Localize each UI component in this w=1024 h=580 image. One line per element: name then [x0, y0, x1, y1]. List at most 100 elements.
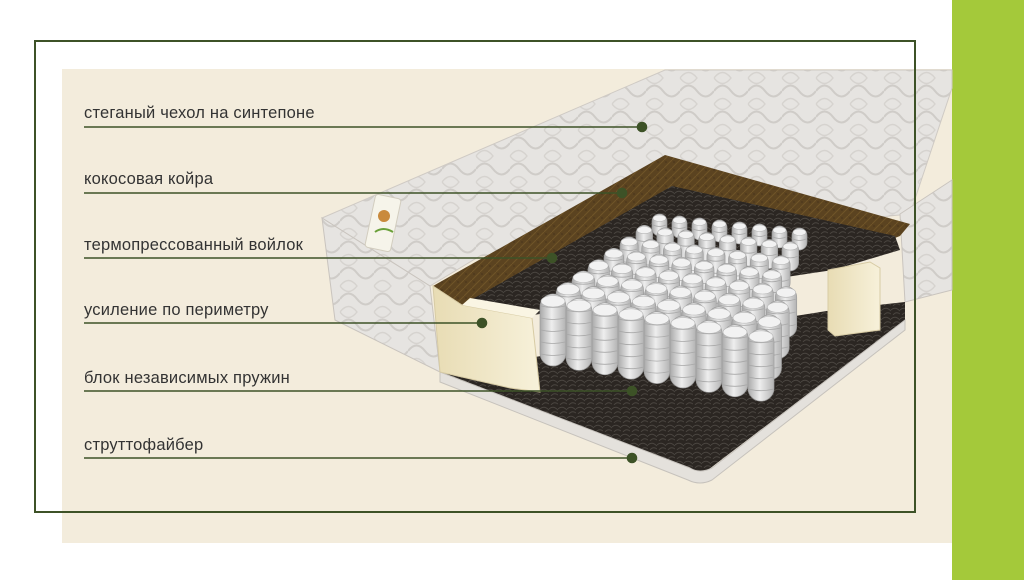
spring-seam	[572, 282, 595, 285]
spring-top	[678, 230, 694, 239]
spring-top	[621, 279, 643, 291]
spring-seam	[618, 342, 644, 346]
spring-block	[539, 213, 808, 402]
spring-seam	[621, 289, 643, 292]
spring-seam	[705, 288, 726, 292]
spring-seam	[742, 308, 765, 311]
spring-top	[740, 237, 757, 246]
spring-seam	[566, 310, 592, 313]
spring-top	[792, 228, 807, 236]
spring-top	[581, 287, 605, 300]
spring-seam	[722, 384, 748, 387]
diagram-frame	[34, 40, 916, 513]
spring-top	[718, 294, 740, 306]
spring-seam	[696, 332, 722, 335]
spring-seam	[696, 380, 722, 383]
spring-seam	[792, 238, 807, 241]
spring-top	[592, 304, 618, 317]
spring-seam	[670, 339, 696, 342]
spring-seam	[540, 329, 566, 332]
spring-seam	[592, 350, 618, 353]
spring-top	[669, 287, 692, 298]
spring-top	[748, 330, 774, 343]
mattress-side-right	[899, 179, 953, 303]
spring-top	[636, 226, 652, 234]
spring-top	[645, 283, 667, 295]
spring-top	[772, 256, 790, 266]
spring-seam	[717, 273, 736, 277]
mattress-tag	[364, 193, 402, 253]
spring-seam	[695, 270, 714, 274]
spring-top	[694, 290, 716, 302]
spring-top	[596, 275, 619, 287]
spring-top	[776, 287, 797, 298]
spring-seam	[776, 298, 796, 302]
spring-seam	[645, 293, 667, 296]
spring-seam	[752, 234, 767, 237]
spring-top	[659, 270, 679, 281]
spring-top	[712, 220, 727, 228]
spring-top	[642, 240, 660, 249]
spring-top	[707, 308, 731, 320]
spring-top	[644, 312, 670, 325]
spring-seam	[748, 388, 774, 392]
spring-top	[556, 283, 580, 296]
spring-seam	[696, 344, 722, 347]
spring-top	[694, 261, 714, 271]
spring-top	[612, 263, 633, 274]
spring-top	[717, 264, 736, 274]
spring-top	[657, 299, 681, 312]
spring-top	[652, 214, 667, 222]
spring-top	[732, 222, 747, 230]
label-quilted-cover: стеганый чехол на синтепоне	[84, 104, 315, 122]
spring-seam	[685, 256, 703, 259]
spring-seam	[566, 358, 592, 361]
spring-top	[705, 277, 726, 288]
spring-top	[664, 243, 681, 252]
spring-seam	[627, 261, 646, 265]
spring-top	[682, 274, 703, 285]
spring-top	[620, 237, 638, 247]
label-pocket-spring-block: блок независимых пружин	[84, 369, 290, 387]
spring-seam	[722, 372, 748, 375]
spring-top	[606, 291, 630, 304]
spring-seam	[748, 364, 774, 368]
spring-top	[618, 308, 644, 321]
spring-seam	[729, 292, 750, 295]
spring-seam	[748, 376, 774, 380]
spring-top	[752, 224, 767, 232]
spring-top	[572, 272, 595, 283]
spring-seam	[767, 312, 789, 315]
spring-seam	[732, 232, 747, 235]
accent-bar	[952, 0, 1024, 580]
spring-top	[742, 298, 765, 309]
spring-top	[540, 295, 566, 308]
spring-seam	[540, 341, 566, 344]
spring-seam	[592, 314, 618, 317]
spring-top	[649, 255, 669, 265]
spring-top	[635, 267, 656, 278]
spring-top	[782, 242, 798, 251]
spring-seam	[729, 262, 746, 265]
spring-seam	[751, 264, 768, 267]
label-pressed-felt: термопрессованный войлок	[84, 236, 304, 254]
spring-seam	[692, 228, 707, 231]
spring-top	[757, 316, 781, 328]
spring-seam	[592, 362, 618, 365]
spring-top	[732, 312, 756, 324]
spring-seam	[618, 354, 644, 358]
spring-seam	[664, 253, 681, 257]
spring-seam	[566, 322, 592, 325]
spring-seam	[540, 317, 566, 320]
pocket-spring	[747, 328, 775, 402]
spring-top	[672, 216, 687, 224]
spring-top	[682, 304, 706, 316]
spring-seam	[618, 330, 644, 334]
spring-top	[627, 252, 646, 262]
spring-seam	[644, 359, 670, 362]
spring-top	[740, 267, 759, 277]
spring-seam	[588, 272, 609, 275]
spring-seam	[752, 295, 773, 298]
spring-seam	[644, 371, 670, 374]
